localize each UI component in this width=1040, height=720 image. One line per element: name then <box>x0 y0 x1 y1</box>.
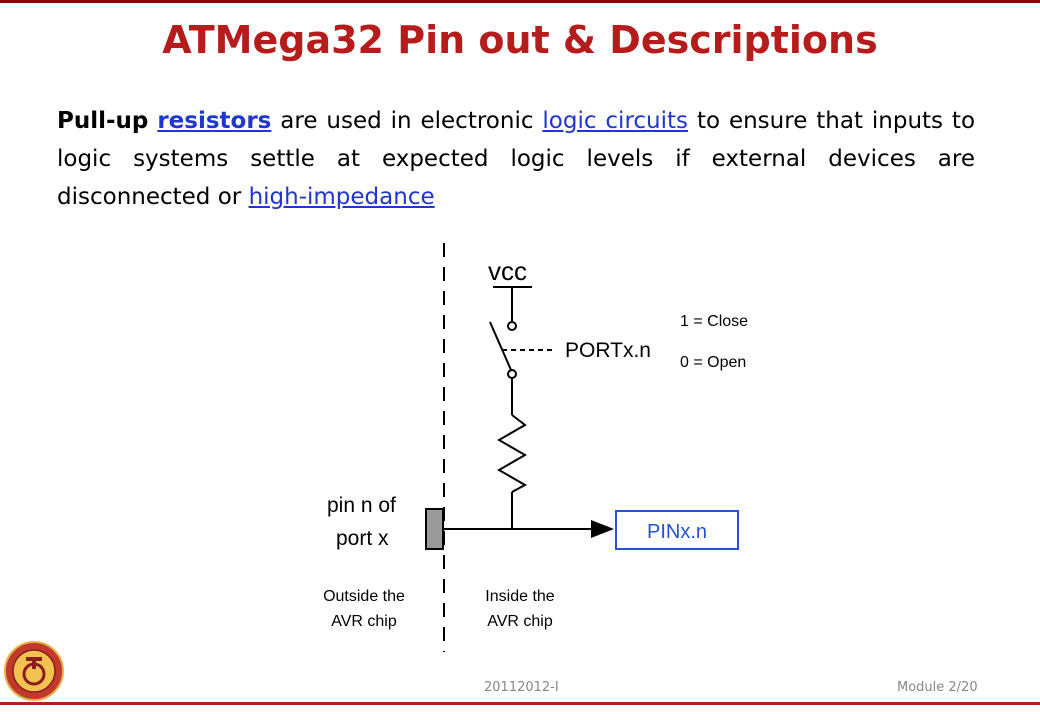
slide-title: ATMega32 Pin out & Descriptions <box>162 18 878 62</box>
pin-block <box>425 508 444 550</box>
university-seal-icon <box>4 641 64 701</box>
pin-label-line1: pin n of <box>327 494 396 517</box>
footer-code: 20112012-I <box>484 680 559 695</box>
pin-label-line2: port x <box>336 527 389 550</box>
inside-chip-line1: Inside the <box>485 588 554 605</box>
outside-chip-line1: Outside the <box>323 588 405 605</box>
vcc-label: vcc <box>488 256 527 286</box>
resistor-zigzag <box>496 414 528 493</box>
body-paragraph: Pull-up resistors are used in electronic… <box>57 102 975 216</box>
switch-blade <box>489 321 512 371</box>
paragraph-text-2: to ensure that inputs to logic systems s… <box>57 108 976 210</box>
open-label: 0 = Open <box>680 354 746 371</box>
link-logic-circuits[interactable]: logic circuits <box>542 108 689 134</box>
portx-label: PORTx.n <box>565 339 651 362</box>
pinx-label: PINx.n <box>647 521 707 543</box>
lead-bold-text: Pull-up <box>57 108 149 134</box>
link-resistors[interactable]: resistors <box>157 108 272 134</box>
pinx-box <box>615 510 739 550</box>
inside-chip-line2: AVR chip <box>487 613 553 630</box>
paragraph-text-1: are used in electronic <box>280 108 534 134</box>
switch-top-contact <box>507 321 517 331</box>
link-high-impedance[interactable]: high-impedance <box>248 184 435 210</box>
footer-module-number: Module 2/20 <box>897 680 978 695</box>
footer-rule <box>0 702 1040 705</box>
top-rule <box>0 0 1040 3</box>
signal-arrow-head <box>591 520 614 538</box>
switch-bottom-contact <box>507 369 517 379</box>
close-label: 1 = Close <box>680 313 748 330</box>
outside-chip-line2: AVR chip <box>331 613 397 630</box>
